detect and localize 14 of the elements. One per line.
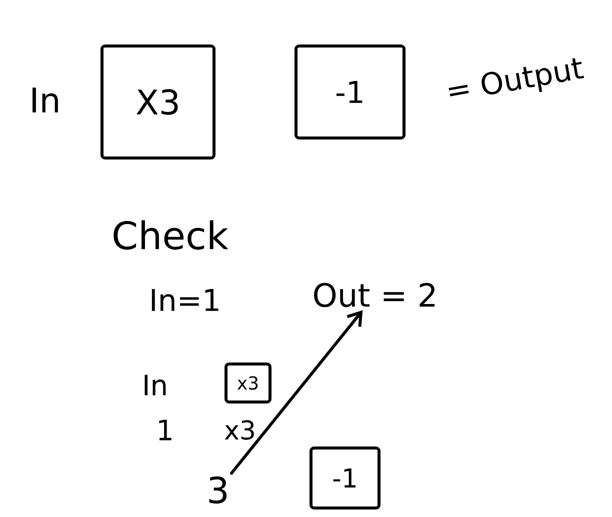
label-text: In [32,88,58,112]
label-text: In [144,374,166,396]
process-box: x3 [224,362,272,404]
label-text: = Output [448,58,584,96]
process-box: -1 [294,44,406,140]
label-text: 1 [159,420,172,440]
label-text: Check [114,220,228,250]
label-text: x3 [224,420,254,440]
label-text: In=1 [152,289,218,311]
output-text: Out = 2 [314,282,435,308]
arrow [230,310,363,475]
process-box: -1 [310,446,380,510]
process-box: X3 [100,44,216,160]
number-text: 3 [209,476,227,504]
